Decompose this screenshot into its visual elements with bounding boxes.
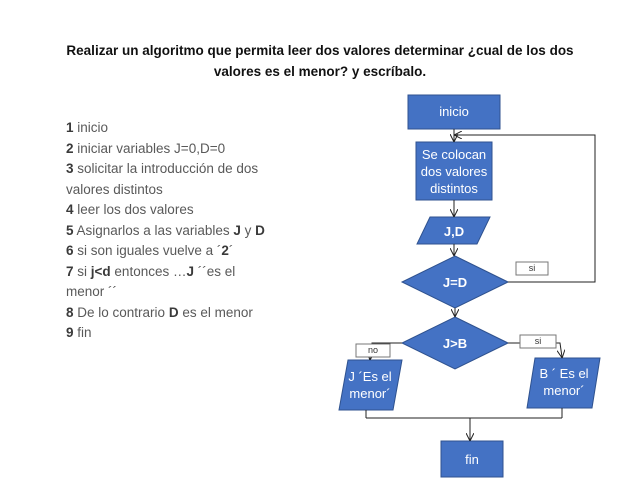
step-text: es el menor: [178, 304, 253, 320]
step-number: 8: [66, 304, 74, 320]
decision-greater: [400, 316, 510, 370]
input-label: J,D: [443, 224, 465, 239]
step-number: 2: [66, 140, 74, 156]
output-right: [526, 357, 601, 409]
decision-greater-label: J>B: [442, 336, 468, 351]
si-label-box-1: [515, 261, 549, 276]
loop-back-line: [455, 135, 596, 283]
step-item: 3 solicitar la introducción de dos valor…: [66, 159, 266, 200]
step-number: 3: [66, 161, 74, 176]
step-text: j<d: [90, 263, 111, 279]
step-number: 5: [66, 222, 74, 238]
decision-equal-label: J=D: [442, 275, 468, 290]
step-text: leer los dos valores: [73, 202, 194, 217]
step-text: ´´es el menor ´´: [66, 263, 236, 300]
step-text: entonces …: [110, 263, 187, 279]
title-line-2: valores es el menor? y escríbalo.: [213, 64, 427, 79]
title-line-1: Realizar un algoritmo que permita leer d…: [66, 43, 574, 58]
step-text: De lo contrario: [73, 304, 169, 320]
step-text: D: [255, 222, 265, 238]
process-line-3: distintos: [430, 181, 478, 196]
step-text: si: [73, 263, 91, 279]
output-right-label: B ´ Es el menor´: [528, 365, 600, 399]
step-number: 9: [66, 325, 74, 340]
step-text: y: [240, 222, 256, 238]
step-item: 5 Asignarlos a las variables J y D: [66, 221, 266, 242]
step-text: J: [233, 222, 241, 238]
step-number: 6: [66, 243, 74, 258]
output-left-label: J ´Es el menor´: [339, 368, 401, 402]
output-right-line-1: B ´ Es el: [539, 366, 589, 381]
start-label: inicio: [439, 104, 469, 119]
step-text: solicitar la introducción de dos valores…: [66, 161, 259, 197]
step-item: 8 De lo contrario D es el menor: [66, 303, 266, 324]
step-item: 4 leer los dos valores: [66, 200, 266, 221]
step-number: 7: [66, 263, 74, 279]
input-parallelogram: [416, 216, 491, 245]
output-left-line-2: menor´: [349, 386, 391, 401]
process-label: Se colocan dos valores distintos: [412, 146, 496, 197]
page-title: Realizar un algoritmo que permita leer d…: [40, 40, 600, 82]
step-text: ´: [228, 243, 234, 258]
output-left: [338, 359, 403, 411]
step-item: 2 iniciar variables J=0,D=0: [66, 139, 266, 160]
step-text: iniciar variables J=0,D=0: [73, 140, 226, 156]
step-text: J: [186, 263, 194, 279]
step-item: 1 inicio: [66, 118, 266, 139]
end-label: fin: [465, 452, 479, 467]
step-text: 2: [221, 243, 229, 258]
step-item: 9 fin: [66, 323, 266, 344]
step-item: 7 si j<d entonces …J ´´es el menor ´´: [66, 262, 266, 303]
si-label-box-2: [519, 334, 557, 349]
end-box: [440, 440, 504, 478]
output-right-line-2: menor´: [543, 383, 585, 398]
step-text: si son iguales vuelve a ´: [73, 243, 222, 258]
process-line-2: dos valores: [420, 164, 488, 179]
process-line-1: Se colocan: [421, 147, 487, 162]
step-number: 1: [66, 120, 74, 135]
step-item: 6 si son iguales vuelve a ´2´: [66, 241, 266, 262]
step-text: inicio: [73, 120, 109, 135]
step-text: D: [168, 304, 179, 320]
step-text: fin: [73, 325, 92, 340]
decision-greater-no-label: no: [367, 345, 378, 355]
output-left-line-1: J ´Es el: [348, 369, 392, 384]
no-label-box: [355, 343, 391, 358]
step-number: 4: [66, 202, 74, 217]
step-text: Asignarlos a las variables: [73, 222, 234, 238]
decision-equal-si-label: si: [528, 263, 536, 273]
decision-greater-si-label: si: [534, 336, 542, 346]
